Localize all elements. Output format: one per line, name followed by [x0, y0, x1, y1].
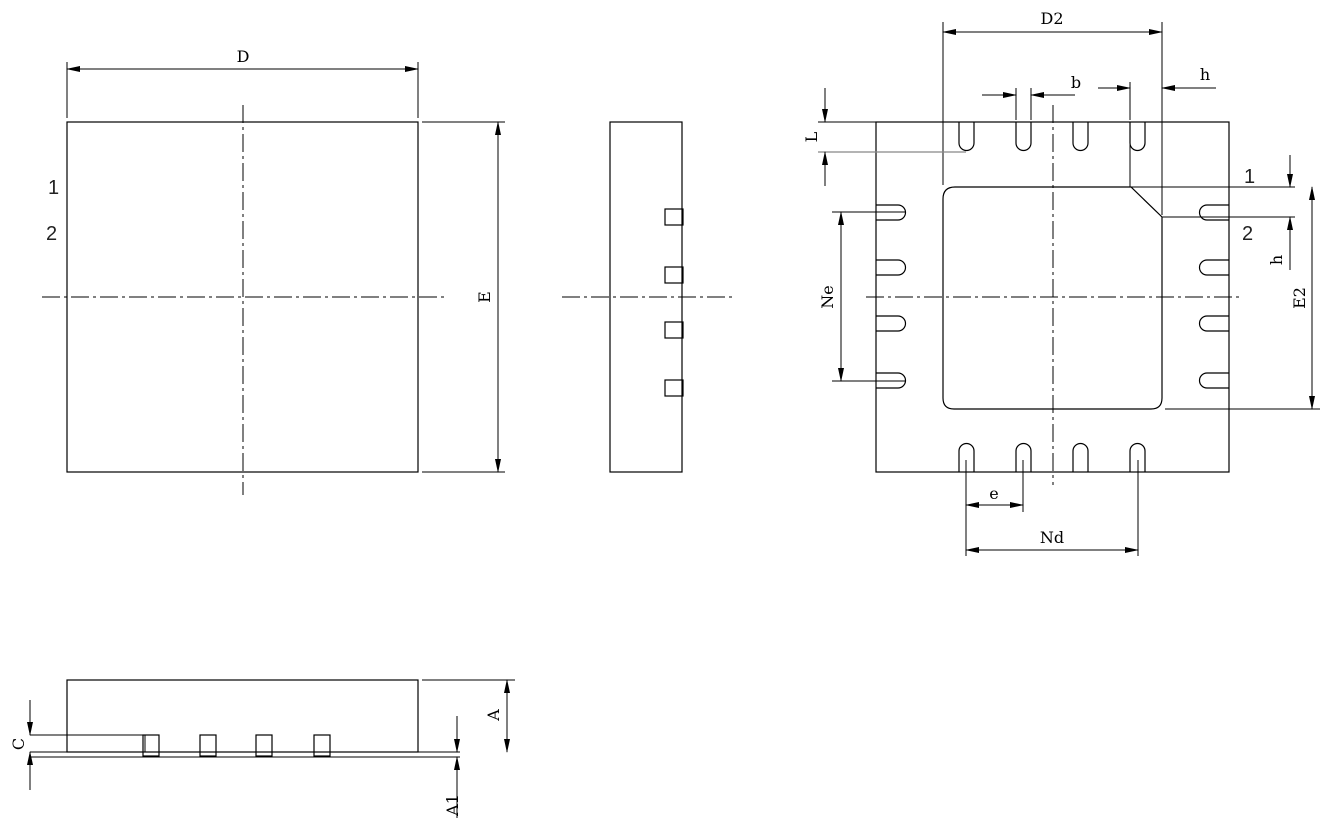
dimension-nd-label: Nd	[1040, 528, 1064, 547]
pin-right	[1198, 204, 1229, 221]
front-view: A A1 C	[9, 679, 515, 818]
top-view: D E 1 2	[42, 47, 505, 495]
pin-number-2: 2	[46, 223, 57, 245]
pin-bottom	[1072, 442, 1089, 472]
pin-number-2-bottom-view: 2	[1242, 223, 1253, 245]
pin-left	[876, 259, 907, 276]
pin-right	[1198, 315, 1229, 332]
dimension-h-right-label: h	[1267, 255, 1286, 265]
pin-left	[876, 204, 907, 221]
dimension-a1-label: A1	[443, 794, 462, 817]
pin-bottom	[958, 442, 975, 472]
pin-top	[1129, 122, 1146, 152]
front-view-body	[66, 679, 419, 753]
pin-right	[1198, 372, 1229, 389]
side-view-pad	[664, 208, 684, 226]
front-view-pad	[255, 734, 273, 757]
pin-top	[1072, 122, 1089, 152]
front-view-pad	[199, 734, 217, 757]
pin-bottom	[1015, 442, 1032, 472]
dimension-c-label: C	[9, 738, 28, 750]
pin-bottom	[1129, 442, 1146, 472]
pin-number-1: 1	[48, 177, 59, 199]
side-view-pad	[664, 379, 684, 397]
dimension-h-top-label: h	[1200, 65, 1210, 84]
dimension-e-pitch-label: e	[989, 484, 998, 503]
exposed-pad	[942, 186, 1163, 410]
pin-number-1-bottom-view: 1	[1244, 166, 1255, 188]
pin-top	[1015, 122, 1032, 152]
front-view-pad	[142, 734, 160, 757]
side-view	[562, 121, 735, 473]
dimension-e-label: E	[475, 291, 494, 303]
bottom-view: D2 b h L h 1 2 E2 Ne	[802, 9, 1320, 556]
pin-left	[876, 315, 907, 332]
side-view-pad	[664, 321, 684, 339]
pin-left	[876, 372, 907, 389]
dimension-b-label: b	[1071, 73, 1081, 92]
dimension-l-label: L	[802, 131, 821, 142]
dimension-d2-label: D2	[1040, 9, 1063, 28]
dimension-d-label: D	[237, 47, 250, 66]
dimension-a-label: A	[484, 709, 503, 722]
side-view-pad	[664, 266, 684, 284]
front-view-pad	[313, 734, 331, 757]
dimension-ne-label: Ne	[818, 285, 837, 308]
pin-top	[958, 122, 975, 152]
pin-right	[1198, 259, 1229, 276]
dimension-e2-label: E2	[1290, 287, 1309, 309]
